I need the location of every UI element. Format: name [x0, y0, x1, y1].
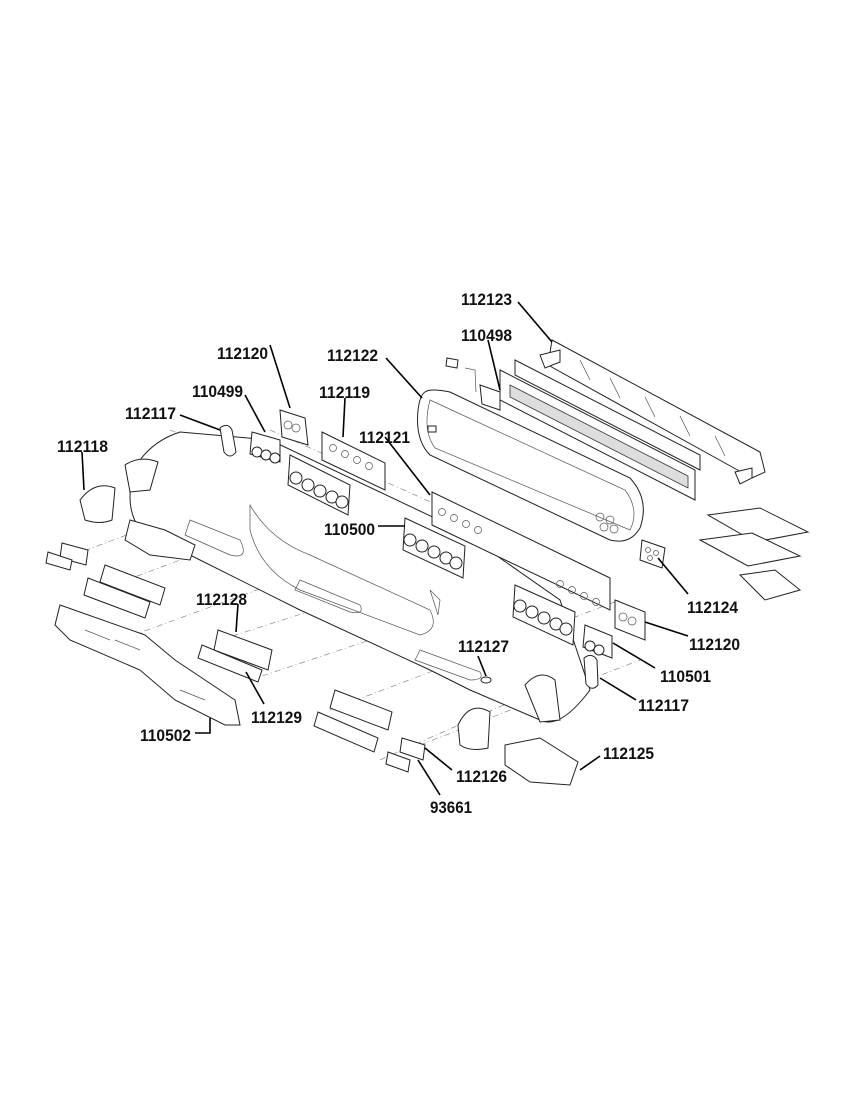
- callout-112127: 112127: [458, 637, 509, 656]
- callout-110501: 110501: [660, 667, 711, 686]
- callout-110499: 110499: [192, 382, 243, 401]
- button-strip-lower: [313, 689, 393, 753]
- knob-assembly-left-large: [287, 454, 351, 516]
- control-board-112121: [431, 491, 611, 611]
- callout-110500: 110500: [324, 520, 375, 539]
- callout-112118: 112118: [57, 437, 108, 456]
- small-button-112126: [399, 737, 426, 761]
- display-housing-112123: [539, 339, 766, 485]
- button-strip-left: [83, 564, 166, 619]
- callout-112121: 112121: [359, 428, 410, 447]
- callout-112120: 112120: [217, 344, 268, 363]
- knob-assembly-right-large: [512, 584, 576, 646]
- button-strip-112128: [213, 629, 273, 671]
- callout-112126: 112126: [456, 767, 507, 786]
- end-cap-left: [124, 519, 196, 561]
- trim-bezel-112117-left: [219, 424, 237, 457]
- callout-110498: 110498: [461, 326, 512, 345]
- callout-112123: 112123: [461, 290, 512, 309]
- side-cap-right: [457, 674, 561, 750]
- small-button-93661: [385, 751, 411, 773]
- callout-112125: 112125: [603, 744, 654, 763]
- callout-112119: 112119: [319, 383, 370, 402]
- switch-board-112124: [639, 539, 666, 569]
- callout-labels: 112123 110498 112120 112122 110499 11211…: [57, 290, 740, 817]
- callout-112117: 112117: [125, 404, 176, 423]
- knob-assembly-110500: [402, 517, 466, 579]
- display-module-110498: [445, 357, 701, 501]
- callout-112129: 112129: [251, 708, 302, 727]
- leader-lines: [81, 301, 689, 796]
- knob-assembly-110499: [249, 431, 281, 464]
- callout-110502: 110502: [140, 726, 191, 745]
- indicator-lens-112127: [480, 676, 492, 684]
- callout-112122: 112122: [327, 346, 378, 365]
- lower-trim-110502: [54, 604, 241, 726]
- control-board-112119: [321, 431, 386, 491]
- side-cap-112118: [79, 458, 159, 523]
- control-board-112120-left: [279, 409, 309, 446]
- callout-112120-right: 112120: [689, 635, 740, 654]
- end-cap-112125: [504, 737, 579, 786]
- callout-112124: 112124: [687, 598, 738, 617]
- callout-112128: 112128: [196, 590, 247, 609]
- control-board-112120-right: [614, 599, 646, 641]
- small-button-pair-left: [45, 542, 89, 571]
- callout-112117-right: 112117: [638, 696, 689, 715]
- trim-bezel-112117-right: [583, 654, 599, 689]
- display-lens-112122: [417, 389, 644, 542]
- knob-assembly-110501: [582, 624, 613, 659]
- callout-93661: 93661: [430, 798, 472, 817]
- main-pcb-stack: [698, 507, 810, 601]
